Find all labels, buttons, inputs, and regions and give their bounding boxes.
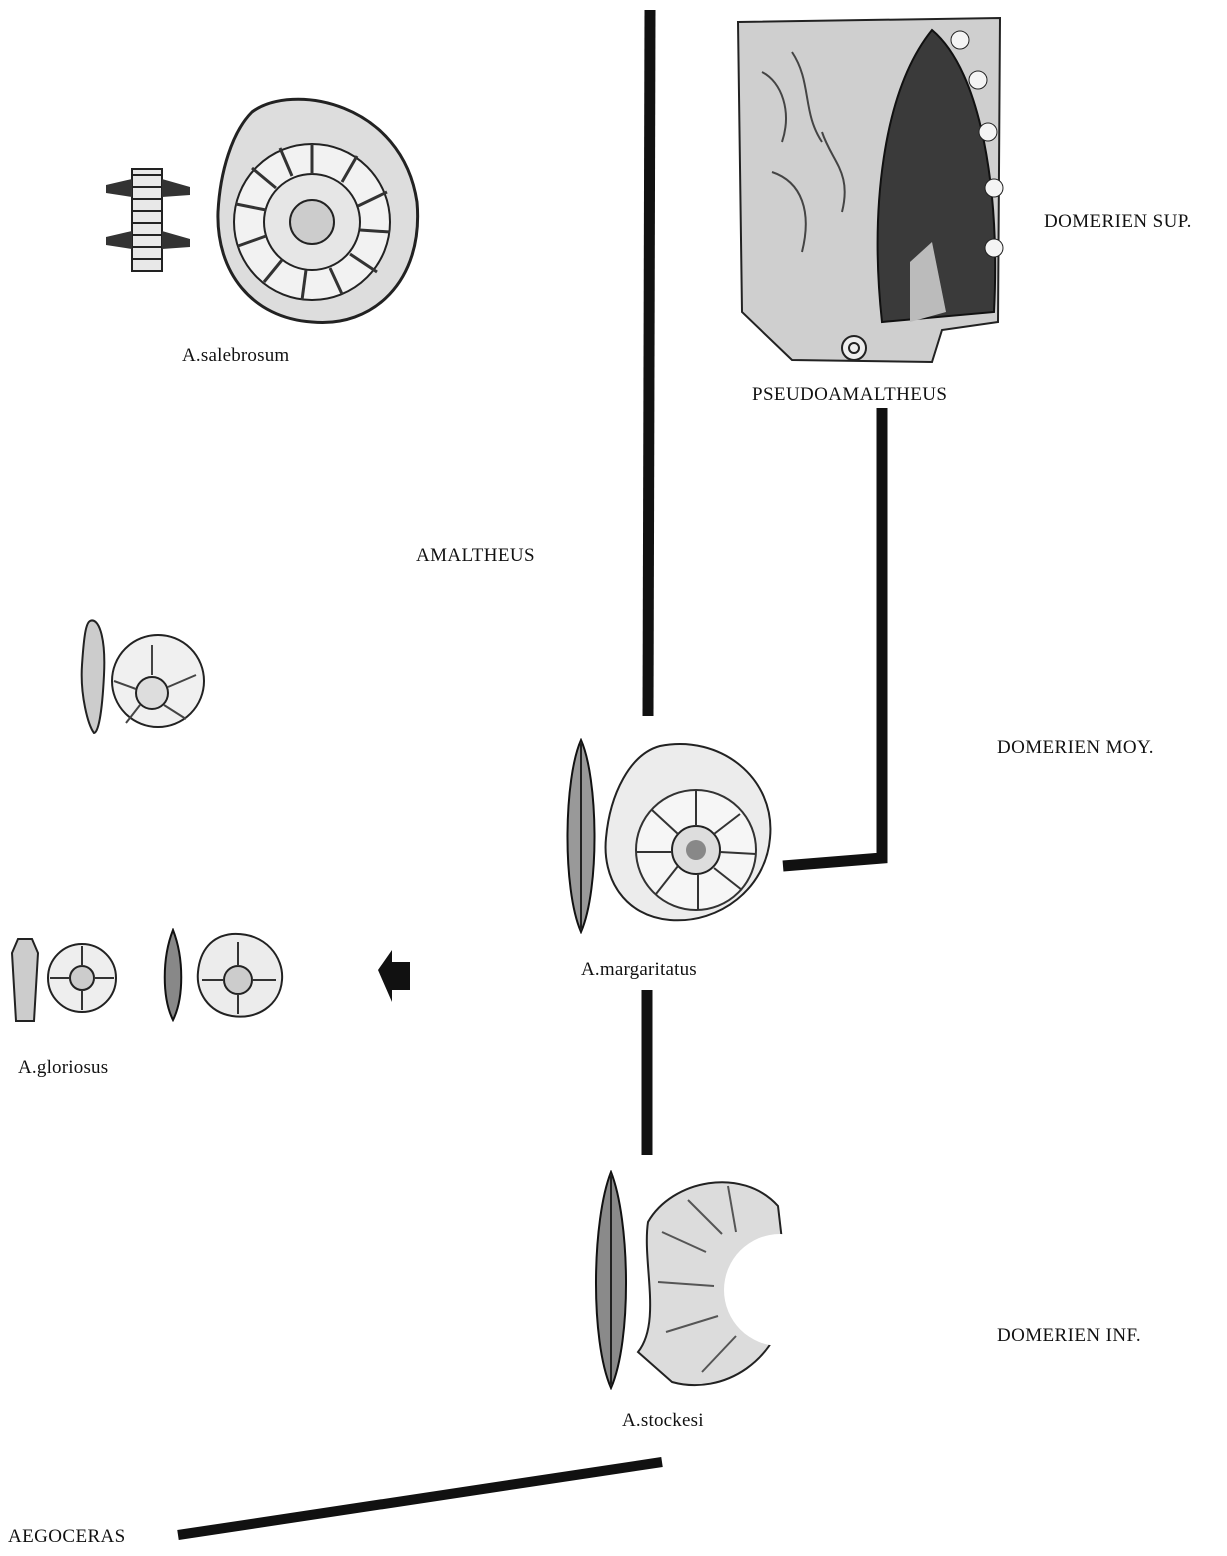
margaritatus-ventral-view	[558, 738, 604, 934]
amaltheus-small-specimen	[76, 615, 208, 737]
genus-label-pseudoamaltheus: PSEUDOAMALTHEUS	[752, 385, 947, 404]
genus-label-amaltheus: AMALTHEUS	[416, 546, 535, 565]
salebrosum-ventral-view	[102, 165, 194, 275]
gloriosus-ventral-view-2	[160, 928, 186, 1022]
stage-label-domerien-moy: DOMERIEN MOY.	[997, 738, 1154, 757]
margaritatus-lateral-view	[600, 738, 778, 928]
pseudoamaltheus-branch-line	[783, 408, 882, 866]
species-label-margaritatus: A.margaritatus	[581, 960, 697, 979]
stage-label-domerien-sup: DOMERIEN SUP.	[1044, 212, 1192, 231]
salebrosum-lateral-view	[212, 82, 430, 332]
left-arrow-icon	[378, 950, 410, 1002]
genus-label-aegoceras: AEGOCERAS	[8, 1527, 126, 1546]
species-label-gloriosus: A.gloriosus	[18, 1058, 108, 1077]
stockesi-lateral-view	[632, 1172, 792, 1396]
gloriosus-lateral-view-1	[44, 932, 120, 1020]
species-label-stockesi: A.stockesi	[622, 1411, 704, 1430]
species-label-salebrosum: A.salebrosum	[182, 346, 289, 365]
aegoceras-lineage-line	[178, 1462, 662, 1535]
stage-label-domerien-inf: DOMERIEN INF.	[997, 1326, 1141, 1345]
stockesi-ventral-view	[586, 1170, 636, 1390]
amaltheus-lineage-line	[648, 10, 650, 716]
gloriosus-lateral-view-2	[192, 928, 288, 1022]
gloriosus-ventral-view-1	[8, 935, 42, 1025]
pseudoamaltheus-specimen	[732, 12, 1008, 364]
